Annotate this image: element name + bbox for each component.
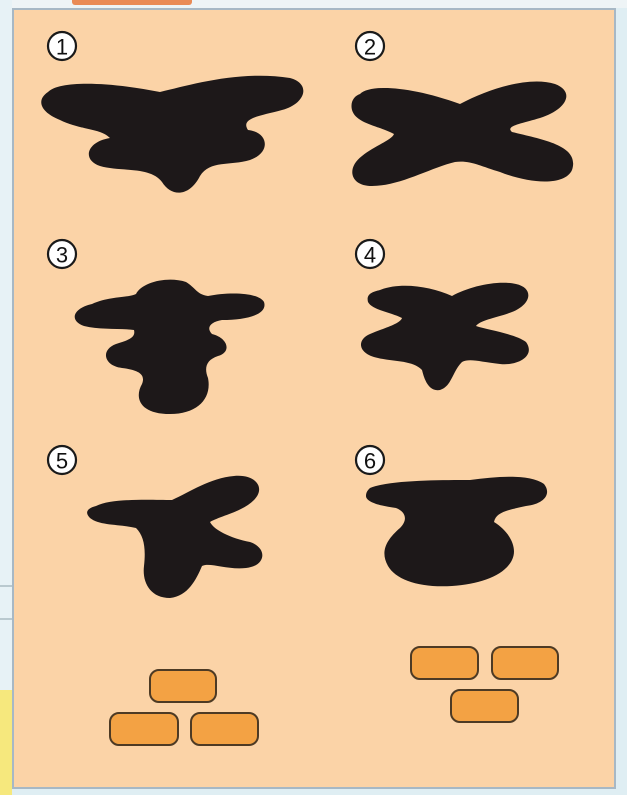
ink-blot-6 xyxy=(366,477,547,587)
brick xyxy=(191,713,258,745)
brick xyxy=(492,647,558,679)
brick xyxy=(411,647,478,679)
number-label-4: 4 xyxy=(364,243,376,268)
brick xyxy=(150,670,216,702)
panel-1: 1 xyxy=(41,32,303,193)
ink-blot-2 xyxy=(351,81,573,186)
panel-5: 5 xyxy=(48,446,262,598)
ink-blot-1 xyxy=(41,76,303,193)
brick-group-right xyxy=(411,647,558,722)
number-label-5: 5 xyxy=(56,449,68,474)
number-label-2: 2 xyxy=(364,35,376,60)
number-label-6: 6 xyxy=(364,449,376,474)
number-label-1: 1 xyxy=(56,35,68,60)
brick-group-left xyxy=(110,670,258,745)
panel-2: 2 xyxy=(351,32,573,186)
panel-4: 4 xyxy=(356,240,529,390)
number-label-3: 3 xyxy=(56,243,68,268)
brick xyxy=(110,713,178,745)
brick xyxy=(451,690,518,722)
panel-6: 6 xyxy=(356,446,547,586)
ink-blot-5 xyxy=(87,476,262,598)
ink-blot-3 xyxy=(75,280,265,414)
panel-3: 3 xyxy=(48,240,265,414)
ink-blot-4 xyxy=(361,283,529,390)
